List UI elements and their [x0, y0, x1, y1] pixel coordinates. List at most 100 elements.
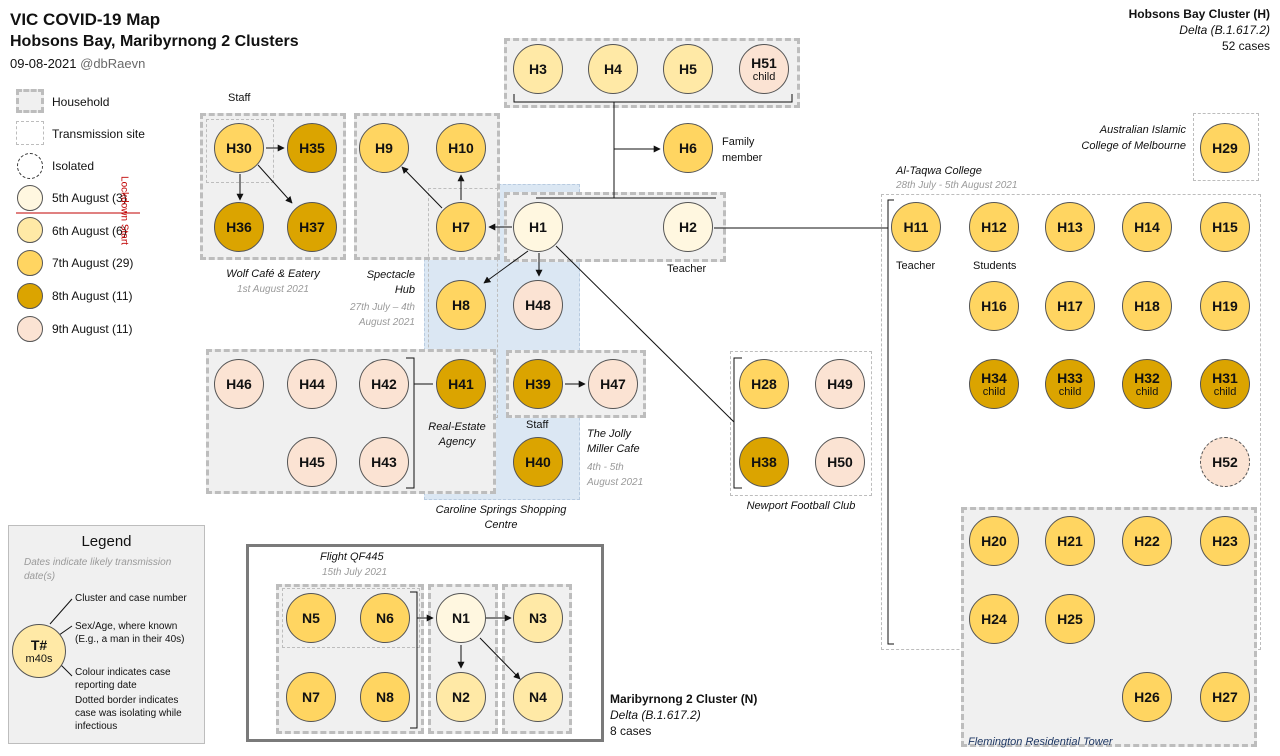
- label-realestate: Real-Estate Agency: [428, 421, 486, 448]
- case-h40-label: H40: [525, 453, 551, 470]
- case-h37[interactable]: H37: [287, 202, 337, 252]
- case-h36-label: H36: [226, 218, 252, 235]
- case-n6-label: N6: [376, 609, 394, 626]
- label-family: Family member: [722, 136, 763, 164]
- case-n5[interactable]: N5: [286, 593, 336, 643]
- label-jolly-date: 4th - 5th August 2021: [587, 462, 644, 488]
- case-h27[interactable]: H27: [1200, 672, 1250, 722]
- case-h48[interactable]: H48: [513, 280, 563, 330]
- case-h50[interactable]: H50: [815, 437, 865, 487]
- case-h19[interactable]: H19: [1200, 281, 1250, 331]
- case-h13[interactable]: H13: [1045, 202, 1095, 252]
- case-n1[interactable]: N1: [436, 593, 486, 643]
- case-h17[interactable]: H17: [1045, 281, 1095, 331]
- case-h21[interactable]: H21: [1045, 516, 1095, 566]
- case-n4[interactable]: N4: [513, 672, 563, 722]
- case-h35[interactable]: H35: [287, 123, 337, 173]
- case-h5[interactable]: H5: [663, 44, 713, 94]
- case-h12[interactable]: H12: [969, 202, 1019, 252]
- case-n7[interactable]: N7: [286, 672, 336, 722]
- case-h8[interactable]: H8: [436, 280, 486, 330]
- key-site-label: Transmission site: [52, 127, 145, 141]
- legend-dotted-note: Dotted border indicates case was isolati…: [75, 695, 182, 732]
- case-h28[interactable]: H28: [739, 359, 789, 409]
- case-h22-label: H22: [1134, 532, 1160, 549]
- case-h25-label: H25: [1057, 610, 1083, 627]
- case-h47[interactable]: H47: [588, 359, 638, 409]
- case-h1[interactable]: H1: [513, 202, 563, 252]
- case-h42[interactable]: H42: [359, 359, 409, 409]
- case-h45[interactable]: H45: [287, 437, 337, 487]
- case-h29[interactable]: H29: [1200, 123, 1250, 173]
- maribyrnong-box: [246, 544, 604, 742]
- case-h49[interactable]: H49: [815, 359, 865, 409]
- case-h36[interactable]: H36: [214, 202, 264, 252]
- case-h26[interactable]: H26: [1122, 672, 1172, 722]
- key-aug7-label: 7th August (29): [52, 256, 134, 270]
- legend-sexage-note: Sex/Age, where known (E.g., a man in the…: [75, 621, 185, 645]
- case-h38-label: H38: [751, 453, 777, 470]
- label-flemington: Flemington Residential Tower: [968, 736, 1113, 748]
- case-h5-label: H5: [679, 60, 697, 77]
- site-aicm: [1193, 113, 1259, 181]
- case-h11[interactable]: H11: [891, 202, 941, 252]
- date-text: 09-08-2021: [10, 56, 77, 71]
- case-h39-label: H39: [525, 375, 551, 392]
- case-h43[interactable]: H43: [359, 437, 409, 487]
- label-jolly: The Jolly Miller Cafe: [587, 428, 640, 455]
- case-h40[interactable]: H40: [513, 437, 563, 487]
- case-h2[interactable]: H2: [663, 202, 713, 252]
- case-h23[interactable]: H23: [1200, 516, 1250, 566]
- case-h14[interactable]: H14: [1122, 202, 1172, 252]
- case-h39[interactable]: H39: [513, 359, 563, 409]
- case-h30[interactable]: H30: [214, 123, 264, 173]
- case-h10[interactable]: H10: [436, 123, 486, 173]
- lockdown-label: Lockdown Start: [118, 176, 130, 245]
- case-h45-label: H45: [299, 453, 325, 470]
- case-h44[interactable]: H44: [287, 359, 337, 409]
- case-h24[interactable]: H24: [969, 594, 1019, 644]
- case-h6[interactable]: H6: [663, 123, 713, 173]
- case-h20[interactable]: H20: [969, 516, 1019, 566]
- key-aug6-swatch: [17, 217, 43, 243]
- case-n3-label: N3: [529, 609, 547, 626]
- case-h3[interactable]: H3: [513, 44, 563, 94]
- case-h52[interactable]: H52: [1200, 437, 1250, 487]
- case-n5-label: N5: [302, 609, 320, 626]
- case-h9[interactable]: H9: [359, 123, 409, 173]
- key-site-swatch: [16, 121, 44, 145]
- arrow-n1-n4: [479, 637, 521, 680]
- case-h18[interactable]: H18: [1122, 281, 1172, 331]
- case-h16[interactable]: H16: [969, 281, 1019, 331]
- case-n4-label: N4: [529, 688, 547, 705]
- case-h15[interactable]: H15: [1200, 202, 1250, 252]
- case-h25[interactable]: H25: [1045, 594, 1095, 644]
- case-h51-label: H51: [751, 54, 777, 71]
- case-h34-sub: child: [982, 385, 1006, 398]
- case-h22[interactable]: H22: [1122, 516, 1172, 566]
- key-aug8-swatch: [17, 283, 43, 309]
- case-n8[interactable]: N8: [360, 672, 410, 722]
- case-n6[interactable]: N6: [360, 593, 410, 643]
- case-h46[interactable]: H46: [214, 359, 264, 409]
- label-aicm: Australian Islamic College of Melbourne: [1081, 124, 1186, 152]
- case-h21-label: H21: [1057, 532, 1083, 549]
- label-students: Students: [973, 260, 1017, 272]
- case-n3[interactable]: N3: [513, 593, 563, 643]
- label-staff-h40: Staff: [526, 419, 549, 431]
- case-h43-label: H43: [371, 453, 397, 470]
- case-h19-label: H19: [1212, 297, 1238, 314]
- case-h7-label: H7: [452, 218, 470, 235]
- case-n2[interactable]: N2: [436, 672, 486, 722]
- case-h41[interactable]: H41: [436, 359, 486, 409]
- case-h38[interactable]: H38: [739, 437, 789, 487]
- label-staff-wolf: Staff: [228, 92, 251, 104]
- cluster-n-name: Maribyrnong 2 Cluster (N): [610, 692, 758, 706]
- case-h7[interactable]: H7: [436, 202, 486, 252]
- case-h4[interactable]: H4: [588, 44, 638, 94]
